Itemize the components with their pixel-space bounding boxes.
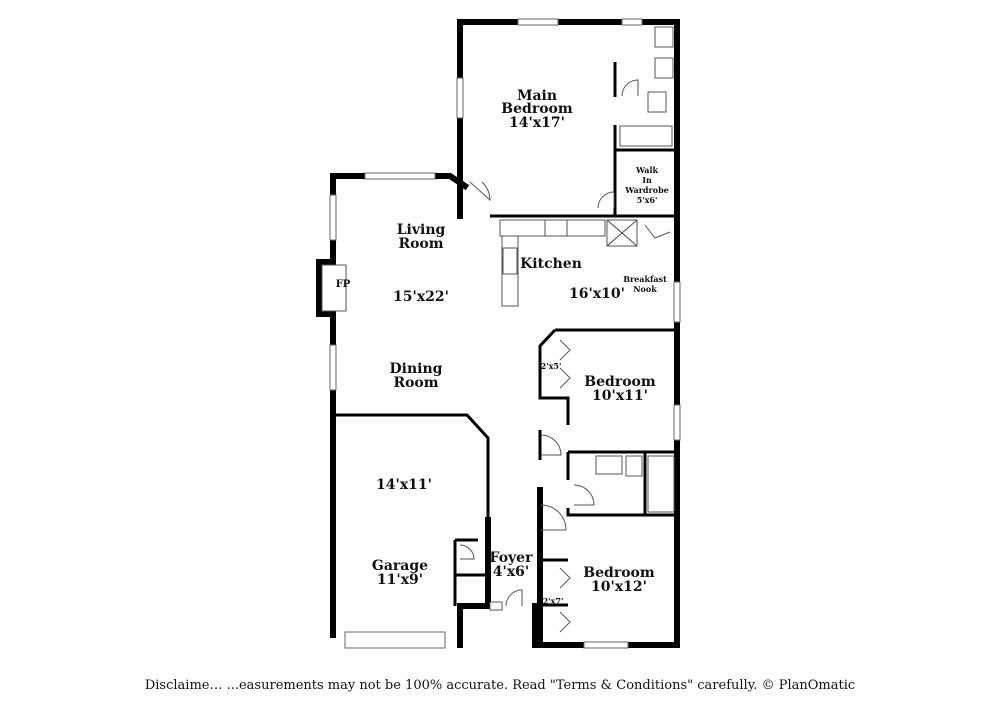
window xyxy=(673,281,681,323)
wardrobe-name-line1: Walk xyxy=(635,165,659,175)
main-bedroom-name-line2: Bedroom xyxy=(501,101,573,117)
windows xyxy=(329,18,681,649)
living-room-name-line1: Living xyxy=(397,222,446,238)
door xyxy=(559,611,571,633)
fireplace-label: FP xyxy=(336,279,351,290)
bedroom3-closet: 2'x7' xyxy=(543,596,564,606)
foyer-size: 4'x6' xyxy=(493,564,529,580)
window xyxy=(673,404,681,441)
bathtub-fixture xyxy=(619,125,673,147)
nook-name-line1: Breakfast xyxy=(623,274,667,284)
kitchen-name: Kitchen xyxy=(520,256,582,272)
garage-size: 11'x9' xyxy=(377,572,423,588)
sink-fixture xyxy=(654,26,674,48)
stove-fixture xyxy=(544,219,568,237)
bathtub-fixture xyxy=(647,455,675,513)
door xyxy=(459,544,475,560)
sink-fixture xyxy=(654,57,674,79)
disclaimer-text: Disclaime… ...easurements may not be 100… xyxy=(144,678,856,693)
wardrobe-size: 5'x6' xyxy=(637,195,658,205)
window xyxy=(517,18,559,26)
bedroom2-size: 10'x11' xyxy=(592,388,648,404)
bedroom3-size: 10'x12' xyxy=(591,579,647,595)
bedroom3-name: Bedroom xyxy=(583,565,655,581)
main-bedroom-size: 14'x17' xyxy=(509,115,565,131)
door xyxy=(597,191,615,209)
door xyxy=(559,367,571,389)
bedroom2-name: Bedroom xyxy=(584,374,656,390)
window xyxy=(329,194,337,241)
door xyxy=(573,484,595,506)
door xyxy=(505,589,523,607)
kitchen-size: 16'x10' xyxy=(569,286,625,302)
garage-door xyxy=(344,631,446,649)
nook-name-line2: Nook xyxy=(633,284,657,294)
window xyxy=(456,77,464,119)
toilet-fixture xyxy=(647,91,667,113)
fireplace-box xyxy=(321,264,347,312)
door xyxy=(644,224,671,239)
dining-room-name-line1: Dining xyxy=(390,361,443,377)
living-room-name-line2: Room xyxy=(398,236,443,252)
door xyxy=(621,79,639,97)
room-labels: Main Bedroom 14'x17' Walk In Wardrobe 5'… xyxy=(336,88,669,606)
door xyxy=(559,567,571,589)
wardrobe-name-line2: In xyxy=(642,175,652,185)
foyer-name: Foyer xyxy=(490,550,534,566)
garage-size-upper: 14'x11' xyxy=(376,477,432,493)
living-room-size: 15'x22' xyxy=(393,289,449,305)
wardrobe-name-line3: Wardrobe xyxy=(624,185,669,195)
dining-room-name-line2: Room xyxy=(393,375,438,391)
window xyxy=(329,344,337,391)
threshold xyxy=(489,601,503,611)
door xyxy=(559,339,571,361)
kitchen-sink xyxy=(502,247,518,275)
fixtures xyxy=(321,26,675,513)
door xyxy=(540,504,567,531)
window xyxy=(364,172,436,180)
door xyxy=(540,434,562,456)
toilet-fixture xyxy=(625,455,643,477)
bedroom2-closet: 2'x5' xyxy=(541,361,562,371)
garage-name: Garage xyxy=(372,558,428,574)
window xyxy=(621,18,643,26)
interior-walls xyxy=(333,62,677,607)
sink-fixture xyxy=(595,455,623,475)
door xyxy=(469,181,491,202)
main-bedroom-name-line1: Main xyxy=(517,88,557,104)
window xyxy=(583,641,629,649)
doors xyxy=(459,79,671,633)
